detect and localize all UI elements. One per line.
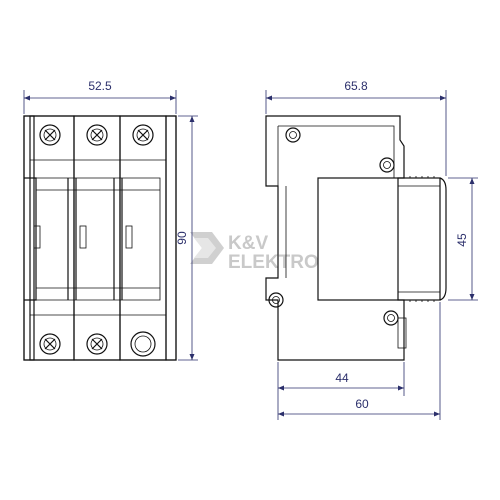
terminal-screw-icon xyxy=(132,124,154,146)
side-depth-inner-dimension: 44 xyxy=(277,362,405,396)
front-view xyxy=(23,115,177,361)
side-height-dimension: 45 xyxy=(448,177,478,301)
terminal-screw-icon xyxy=(86,333,108,355)
front-width-dimension: 52.5 xyxy=(23,79,177,114)
watermark-logo-icon xyxy=(190,232,224,264)
front-height-label: 90 xyxy=(175,231,189,245)
side-depth-base-dimension: 60 xyxy=(277,302,441,420)
front-height-dimension: 90 xyxy=(175,115,198,361)
side-screw-icon xyxy=(268,292,284,308)
side-height-label: 45 xyxy=(455,233,469,247)
side-screw-icon xyxy=(285,127,301,143)
indicator-circle-icon xyxy=(130,331,156,357)
watermark: K&V ELEKTRO xyxy=(190,232,319,273)
side-screw-icon xyxy=(383,310,399,326)
terminal-screw-icon xyxy=(39,124,61,146)
watermark-line1: K&V xyxy=(228,233,268,254)
side-view xyxy=(265,115,447,361)
terminal-screw-icon xyxy=(86,124,108,146)
side-depth-total-label: 65.8 xyxy=(344,79,368,93)
front-width-label: 52.5 xyxy=(88,79,112,93)
side-screw-icon xyxy=(379,157,395,173)
side-depth-base-label: 60 xyxy=(355,397,369,411)
watermark-line2: ELEKTRO xyxy=(228,252,319,273)
side-depth-total-dimension: 65.8 xyxy=(265,79,447,176)
terminal-screw-icon xyxy=(39,333,61,355)
side-depth-inner-label: 44 xyxy=(335,371,349,385)
